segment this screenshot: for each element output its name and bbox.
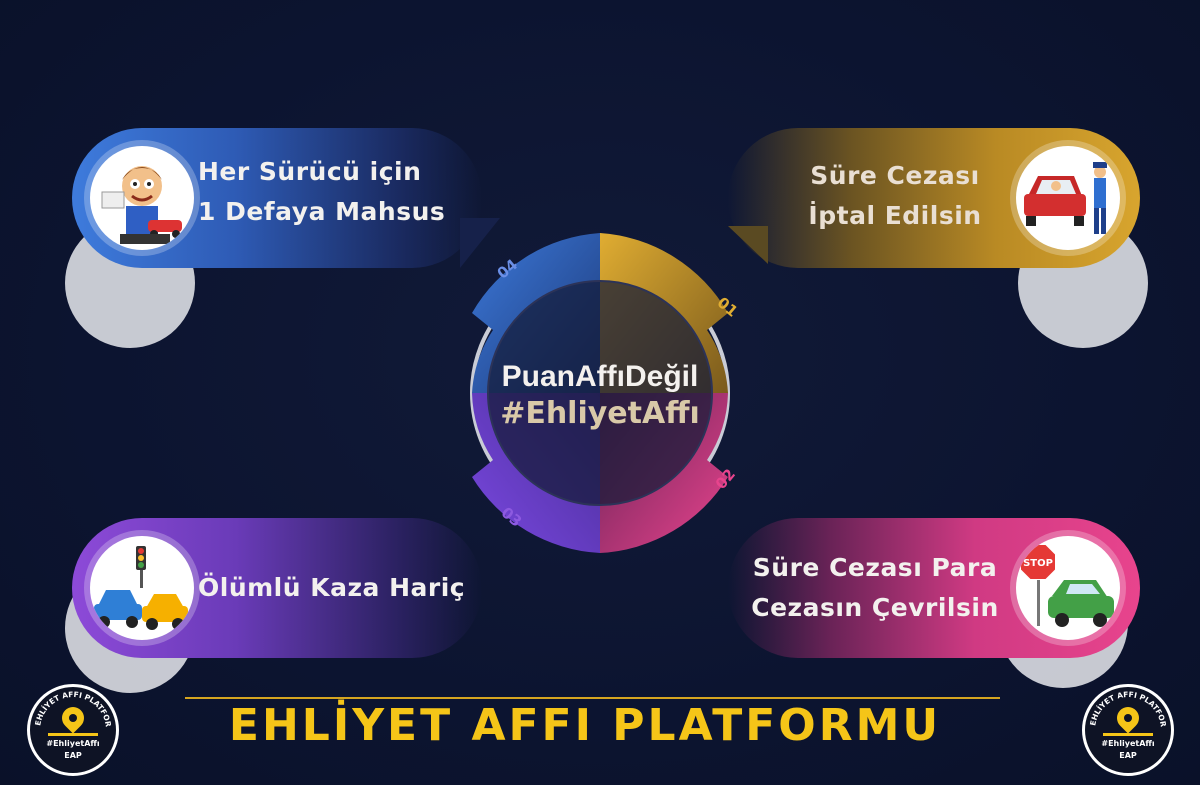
logo-hashtag: #EhliyetAffı	[46, 739, 100, 748]
callout-2-line-2: İptal Edilsin	[808, 201, 982, 230]
platform-logo-left: EHLİYET AFFI PLATFORMU #EhliyetAffı EAP	[27, 684, 119, 776]
stop-sign-car-icon: STOP	[1016, 536, 1120, 640]
road-line-icon	[1103, 733, 1153, 736]
callout-tail	[728, 226, 768, 264]
logo-hashtag: #EhliyetAffı	[1101, 739, 1155, 748]
gear-hashtag: #EhliyetAffı	[500, 396, 700, 431]
road-line-icon	[48, 733, 98, 736]
platform-logo-right: EHLİYET AFFI PLATFORMU #EhliyetAffı EAP	[1082, 684, 1174, 776]
center-gear: 04 01 02 03 PuanAffıDeğil #EhliyetAffı	[437, 230, 763, 556]
callout-2-line-1: Süre Cezası	[810, 161, 980, 190]
car-crash-icon	[90, 536, 194, 640]
footer-divider	[185, 697, 1000, 699]
callout-convert-to-fine: STOP Süre Cezası Para Cezasın Çevrilsin	[728, 518, 1148, 688]
callout-except-fatal-accident: Ölümlü Kaza Hariç	[60, 518, 482, 693]
gear-heading: PuanAffıDeğil	[501, 360, 699, 393]
callout-3-line-1: Ölümlü Kaza Hariç	[198, 573, 466, 602]
police-car-icon	[1016, 146, 1120, 250]
callout-4-line-2: Cezasın Çevrilsin	[751, 593, 999, 622]
callout-every-driver-once: Her Sürücü için 1 Defaya Mahsus	[60, 128, 500, 348]
callout-1-line-1: Her Sürücü için	[198, 157, 422, 186]
callout-4-line-1: Süre Cezası Para	[752, 553, 998, 582]
driver-cartoon-icon	[90, 146, 194, 250]
logo-abbr: EAP	[64, 751, 82, 760]
stop-sign-label: STOP	[1023, 558, 1053, 569]
logo-abbr: EAP	[1119, 751, 1137, 760]
footer-title: EHLİYET AFFI PLATFORMU	[228, 700, 942, 751]
callout-tail	[460, 218, 500, 268]
callout-time-penalty-cancel: Süre Cezası İptal Edilsin	[728, 128, 1148, 348]
callout-1-line-2: 1 Defaya Mahsus	[198, 197, 446, 226]
